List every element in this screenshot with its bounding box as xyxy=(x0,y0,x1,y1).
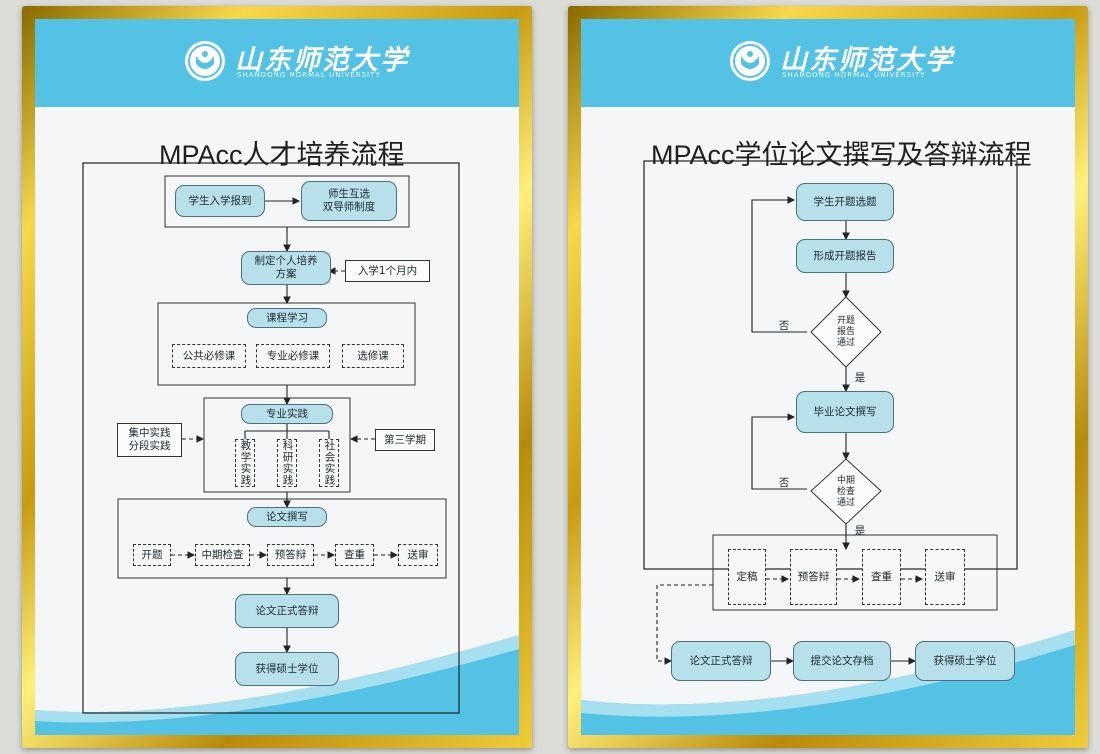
university-seal-icon xyxy=(730,41,770,81)
node-practice: 专业实践 xyxy=(241,404,333,424)
node-plagiarism-check: 查重 xyxy=(862,549,901,605)
left-banner xyxy=(35,19,519,107)
node-thesis-writing: 论文撰写 xyxy=(247,507,327,527)
node-review: 送审 xyxy=(925,549,965,605)
node-teaching-practice: 教学实践 xyxy=(235,439,255,487)
decision-midterm-pass: 中期 检查 通过 xyxy=(836,475,855,508)
node-elective: 选修课 xyxy=(342,344,404,368)
left-flow-connectors xyxy=(82,162,460,714)
left-poster: 山东师范大学 SHANDONG NORMAL UNIVERSITY MPAcc人… xyxy=(35,19,519,735)
node-practice-term: 第三学期 xyxy=(375,429,435,451)
node-social-practice: 社会实践 xyxy=(319,439,339,487)
node-plagiarism-check: 查重 xyxy=(335,544,374,566)
university-name-en: SHANDONG NORMAL UNIVERSITY xyxy=(237,71,381,79)
node-degree: 获得硕士学位 xyxy=(235,652,339,686)
label-no-2: 否 xyxy=(778,476,790,489)
university-seal-icon xyxy=(185,41,225,81)
university-name: 山东师范大学 xyxy=(780,45,954,76)
node-major-required: 专业必修课 xyxy=(256,344,330,368)
right-poster-frame: 山东师范大学 SHANDONG NORMAL UNIVERSITY MPAcc学… xyxy=(568,6,1088,748)
node-topic-select: 学生开题选题 xyxy=(796,183,894,221)
node-practice-mode: 集中实践 分段实践 xyxy=(117,423,182,457)
university-name-en: SHANDONG NORMAL UNIVERSITY xyxy=(782,71,926,79)
right-poster-title: MPAcc学位论文撰写及答辩流程 xyxy=(651,140,1032,170)
label-yes-2: 是 xyxy=(854,524,866,537)
node-plan-note: 入学1个月内 xyxy=(345,260,430,282)
node-course-study: 课程学习 xyxy=(247,308,327,328)
node-formal-defense: 论文正式答辩 xyxy=(235,594,339,628)
right-banner xyxy=(581,19,1075,107)
node-public-required: 公共必修课 xyxy=(172,344,246,368)
node-research-practice: 科研实践 xyxy=(277,439,297,487)
left-poster-frame: 山东师范大学 SHANDONG NORMAL UNIVERSITY MPAcc人… xyxy=(22,6,532,748)
node-finalize: 定稿 xyxy=(728,549,766,605)
node-plan: 制定个人培养 方案 xyxy=(241,251,331,285)
right-poster: 山东师范大学 SHANDONG NORMAL UNIVERSITY MPAcc学… xyxy=(581,19,1075,735)
node-pre-defense: 预答辩 xyxy=(790,549,837,605)
node-proposal: 开题 xyxy=(133,544,171,566)
node-degree: 获得硕士学位 xyxy=(915,641,1015,681)
left-poster-title: MPAcc人才培养流程 xyxy=(159,140,405,170)
node-formal-defense: 论文正式答辩 xyxy=(671,641,771,681)
node-proposal-report: 形成开题报告 xyxy=(796,239,894,273)
node-thesis-writing: 毕业论文撰写 xyxy=(796,391,894,433)
right-flow-connectors xyxy=(643,160,1018,665)
decision-proposal-pass: 开题 报告 通过 xyxy=(836,315,855,348)
node-archive: 提交论文存档 xyxy=(793,641,891,681)
node-midterm: 中期检查 xyxy=(195,544,250,566)
node-review: 送审 xyxy=(398,544,438,566)
node-pre-defense: 预答辩 xyxy=(267,544,314,566)
label-no-1: 否 xyxy=(778,319,790,332)
university-name: 山东师范大学 xyxy=(235,45,409,76)
left-wave-decoration xyxy=(35,635,519,735)
node-enroll: 学生入学报到 xyxy=(175,185,265,217)
node-mutual-select: 师生互选 双导师制度 xyxy=(301,181,397,221)
label-yes-1: 是 xyxy=(854,371,866,384)
right-wave-decoration xyxy=(581,630,1075,735)
